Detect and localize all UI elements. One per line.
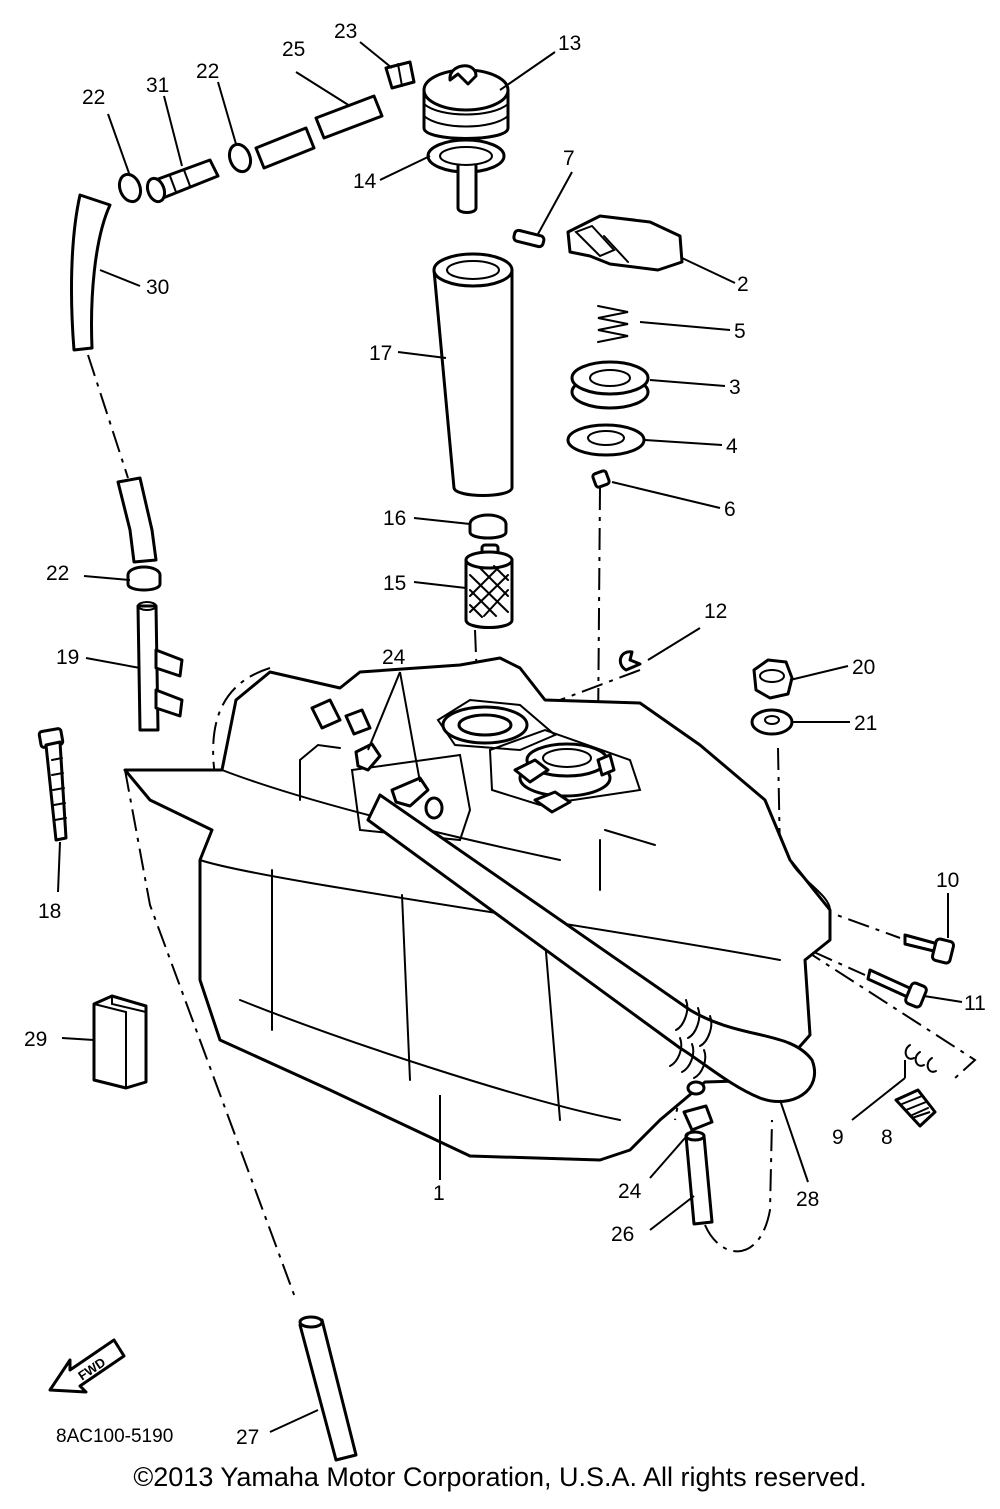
callout-30: 30 (146, 276, 169, 299)
callout-18: 18 (38, 900, 61, 923)
callout-9: 9 (832, 1126, 844, 1149)
hex-nut[interactable] (752, 658, 794, 700)
callout-22-top-right: 22 (196, 60, 219, 83)
leader-lines (57, 41, 963, 1433)
callout-12: 12 (704, 600, 727, 623)
callout-21: 21 (854, 712, 877, 735)
callout-17: 17 (369, 342, 392, 365)
callout-15: 15 (383, 572, 406, 595)
clamp-22-left[interactable] (126, 565, 162, 592)
callout-5: 5 (734, 320, 746, 343)
callout-22-left: 22 (46, 562, 69, 585)
hose-clamp-knob[interactable] (894, 1088, 937, 1128)
callout-24-bottom: 24 (618, 1180, 642, 1203)
clamp-24-bottom[interactable] (682, 1080, 714, 1132)
callout-8: 8 (881, 1126, 893, 1149)
clamp-24-tank-right[interactable] (390, 776, 444, 820)
cap-cover[interactable] (566, 214, 684, 272)
callout-10: 10 (936, 869, 959, 892)
hose-lower-left (116, 476, 158, 564)
hose-27[interactable] (298, 1315, 358, 1462)
hose-fitting-31[interactable] (144, 158, 220, 204)
seal-housing[interactable] (570, 360, 650, 410)
callout-3: 3 (729, 376, 741, 399)
hose-26[interactable] (684, 1130, 714, 1226)
callout-14: 14 (353, 170, 377, 193)
clamp-22-top-left[interactable] (116, 171, 144, 204)
sender-mount-flange (513, 742, 616, 814)
callout-11: 11 (964, 992, 986, 1015)
spring-clip[interactable] (904, 1044, 937, 1073)
fuel-filter[interactable] (464, 543, 514, 629)
small-nut[interactable] (591, 469, 611, 489)
gasket-washer[interactable] (566, 423, 646, 457)
t-joint-19[interactable] (136, 601, 184, 732)
callout-labels: 1 2 3 4 5 6 7 8 9 10 11 12 13 14 15 16 1… (24, 20, 986, 1449)
callout-23: 23 (334, 20, 357, 43)
bolt-11[interactable] (866, 968, 928, 1009)
callout-27: 27 (236, 1426, 259, 1449)
filter-clamp[interactable] (468, 513, 508, 540)
compression-spring[interactable] (597, 305, 629, 343)
callout-4: 4 (726, 435, 738, 458)
breather-hose-28[interactable] (366, 793, 816, 1104)
dowel-pin[interactable] (512, 228, 546, 249)
hose-25[interactable] (254, 94, 384, 170)
bolt-10[interactable] (903, 933, 956, 965)
clamp-22-top-right[interactable] (226, 141, 254, 174)
callout-25: 25 (282, 38, 305, 61)
callout-7: 7 (563, 147, 575, 170)
callout-20: 20 (852, 656, 875, 679)
filler-tube[interactable] (432, 252, 514, 497)
e-clip[interactable] (618, 650, 642, 672)
callout-1: 1 (433, 1182, 445, 1205)
flat-washer[interactable] (750, 708, 794, 736)
callout-31: 31 (146, 74, 169, 97)
clamp-23[interactable] (384, 60, 416, 90)
callout-19: 19 (56, 646, 79, 669)
callout-28: 28 (796, 1188, 819, 1211)
callout-29: 29 (24, 1028, 47, 1051)
cable-tie[interactable] (37, 727, 68, 842)
forward-arrow-icon: FWD (48, 1338, 126, 1394)
foam-pad[interactable] (92, 994, 148, 1090)
callout-13: 13 (558, 32, 581, 55)
diagram-code: 8AC100-5190 (56, 1426, 173, 1447)
callout-16: 16 (383, 507, 406, 530)
filler-neck-opening (441, 705, 529, 745)
copyright-notice: ©2013 Yamaha Motor Corporation, U.S.A. A… (133, 1462, 867, 1492)
callout-6: 6 (724, 498, 736, 521)
callout-2: 2 (737, 273, 749, 296)
fuel-tank[interactable] (123, 656, 832, 1162)
hose-stubs (310, 698, 372, 736)
filler-cap[interactable] (422, 64, 510, 140)
callout-24-tank: 24 (382, 646, 406, 669)
callout-22-top-left: 22 (82, 86, 105, 109)
hose-30[interactable] (70, 193, 112, 352)
callout-26: 26 (611, 1223, 634, 1246)
cap-stem (456, 164, 478, 214)
